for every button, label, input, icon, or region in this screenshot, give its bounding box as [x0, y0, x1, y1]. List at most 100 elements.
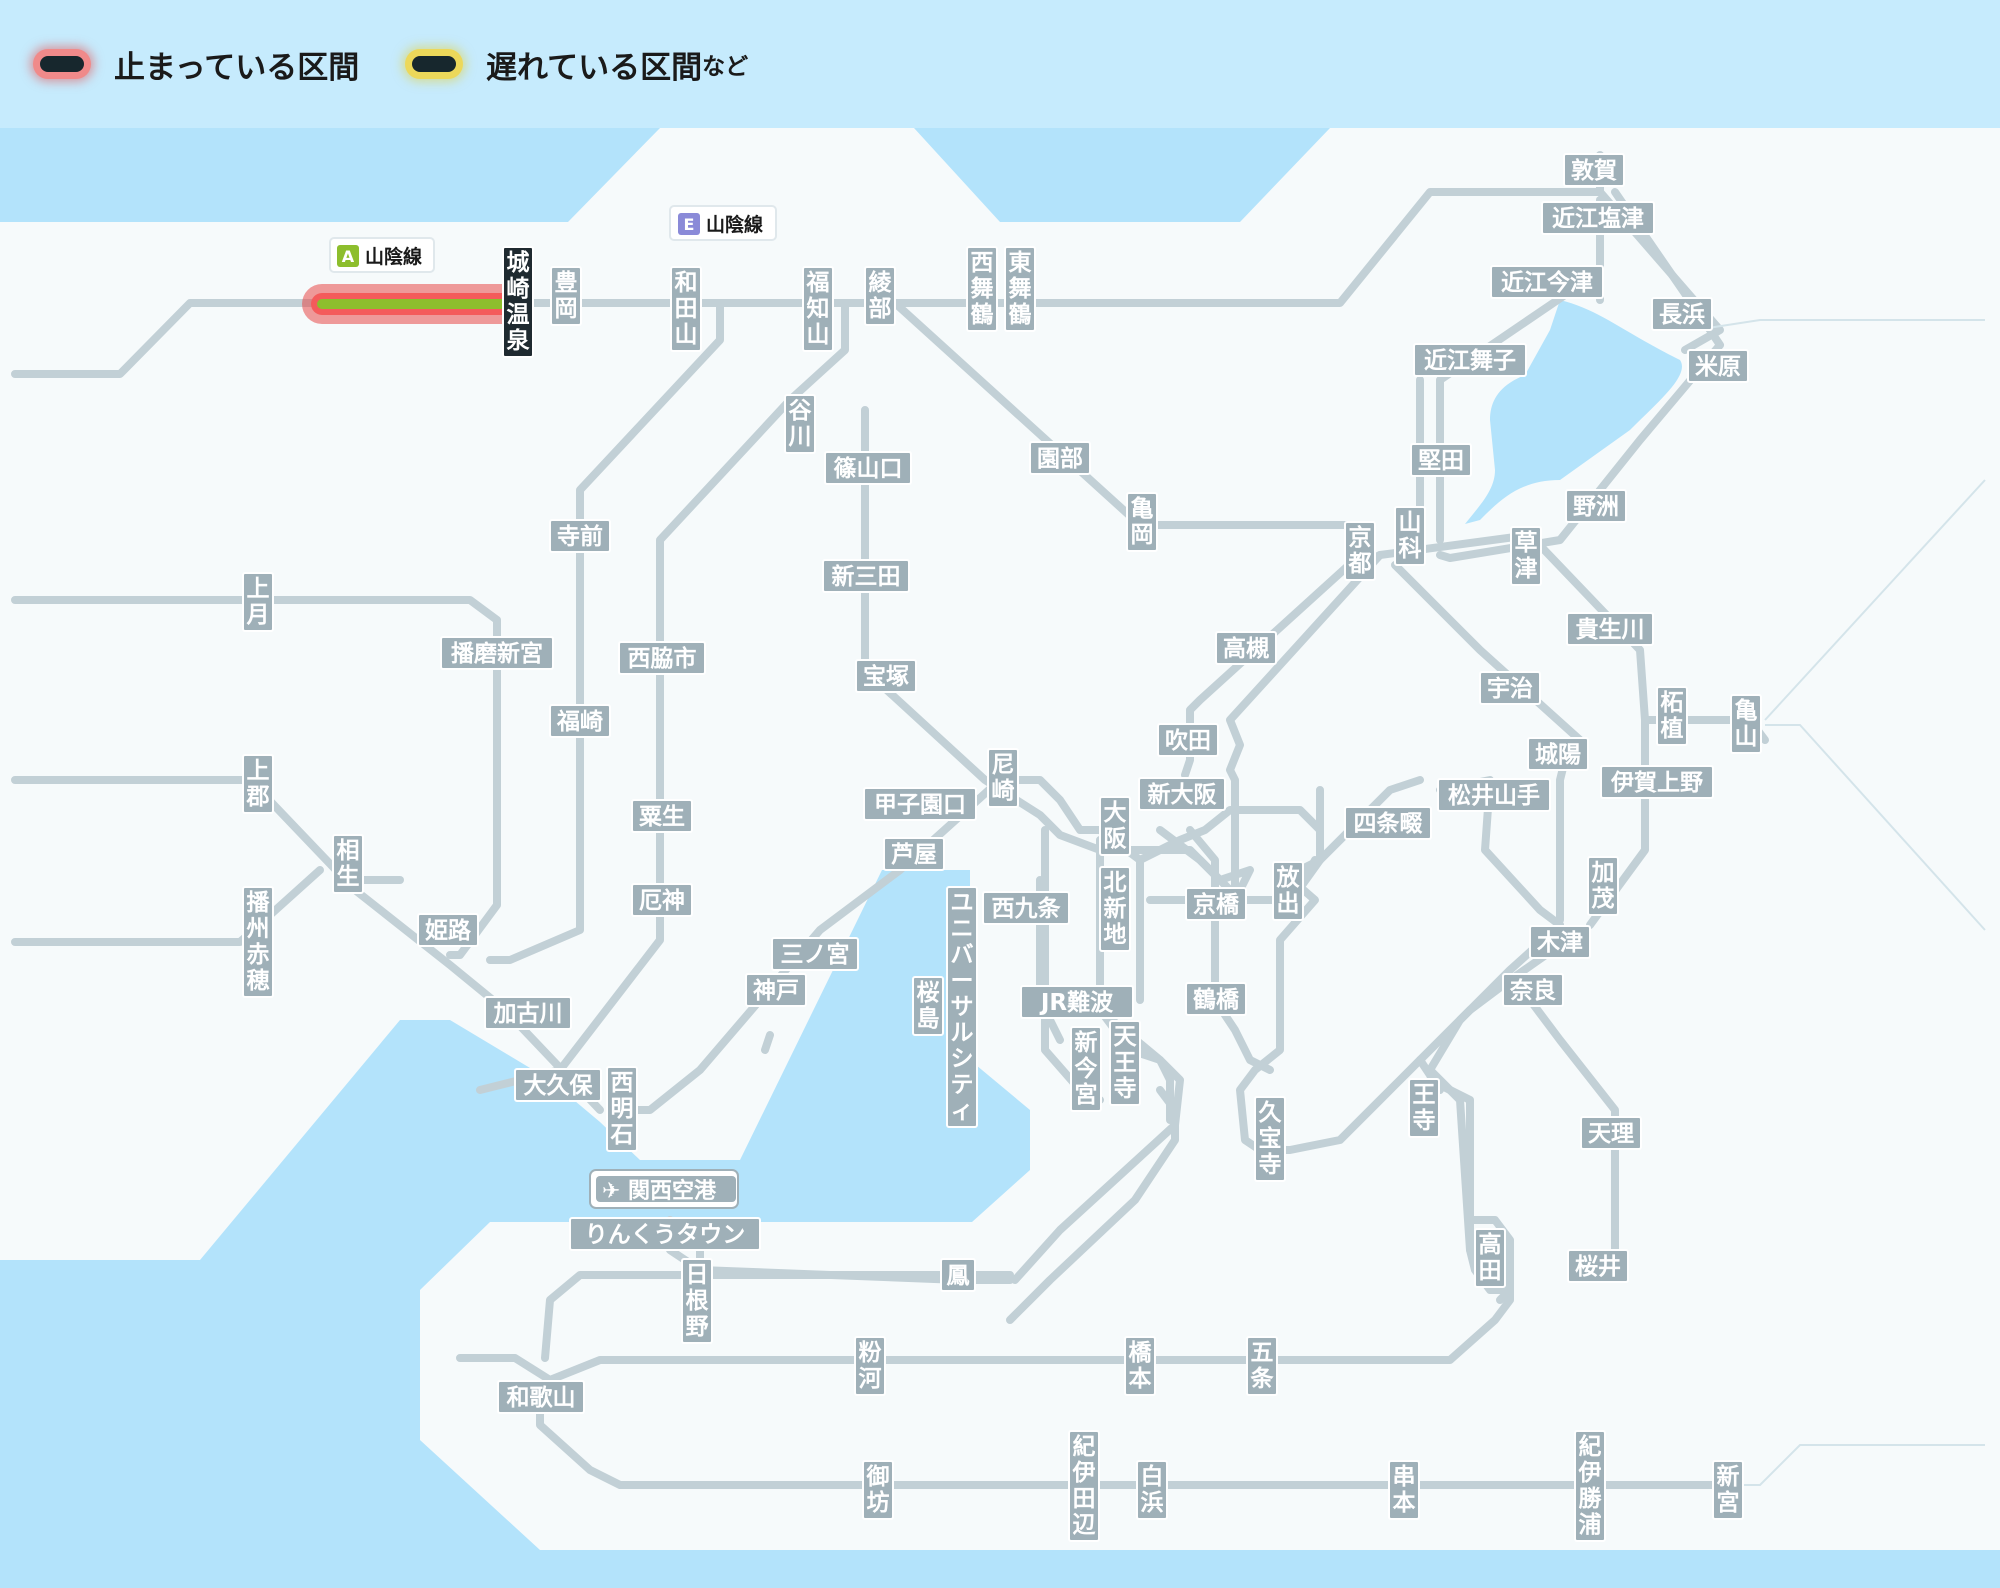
station-sonobe[interactable]: 園部 [1029, 441, 1091, 475]
station-label: 串本 [1393, 1464, 1416, 1516]
station-takatsuki[interactable]: 高槻 [1215, 631, 1277, 665]
station-wadayama[interactable]: 和田山 [670, 266, 702, 352]
station-fukuchiyama[interactable]: 福知山 [802, 266, 834, 352]
station-kyoto[interactable]: 京都 [1344, 521, 1376, 581]
station-hashimoto[interactable]: 橋本 [1124, 1336, 1156, 1396]
station-rinku[interactable]: りんくうタウン [569, 1217, 761, 1251]
station-nishikujo[interactable]: 西九条 [982, 891, 1070, 925]
station-yakujin[interactable]: 厄神 [631, 883, 693, 917]
station-yamashina[interactable]: 山科 [1394, 506, 1426, 566]
station-label: 粟生 [639, 804, 685, 830]
station-aioi[interactable]: 相生 [332, 834, 364, 894]
station-otori[interactable]: 鳳 [940, 1258, 976, 1292]
station-tanigawa[interactable]: 谷川 [784, 394, 816, 454]
station-tsuruhashi[interactable]: 鶴橋 [1185, 982, 1247, 1016]
station-wakayama[interactable]: 和歌山 [497, 1380, 585, 1414]
station-nara[interactable]: 奈良 [1502, 973, 1564, 1007]
station-fukusaki[interactable]: 福崎 [549, 704, 611, 738]
station-shingu[interactable]: 新宮 [1712, 1460, 1744, 1520]
station-sannomiya[interactable]: 三ノ宮 [771, 937, 859, 971]
station-matsuiyamate[interactable]: 松井山手 [1437, 778, 1551, 812]
station-shirahama[interactable]: 白浜 [1136, 1460, 1168, 1520]
station-kushimoto[interactable]: 串本 [1388, 1460, 1420, 1520]
station-kobe[interactable]: 神戸 [745, 973, 807, 1007]
station-katata[interactable]: 堅田 [1410, 443, 1472, 477]
station-nishiakashi[interactable]: 西明石 [606, 1066, 638, 1152]
station-shinimamiya[interactable]: 新今宮 [1070, 1026, 1102, 1112]
station-kizu[interactable]: 木津 [1529, 925, 1591, 959]
station-omiimazu[interactable]: 近江今津 [1490, 265, 1604, 299]
station-kusatsu[interactable]: 草津 [1510, 526, 1542, 586]
station-omimaiko[interactable]: 近江舞子 [1413, 343, 1527, 377]
station-ao[interactable]: 粟生 [631, 799, 693, 833]
station-tsuge[interactable]: 柘植 [1656, 686, 1688, 746]
station-shinsanda[interactable]: 新三田 [822, 559, 910, 593]
station-suita[interactable]: 吹田 [1157, 723, 1219, 757]
station-yasu[interactable]: 野洲 [1565, 489, 1627, 523]
station-label: 野洲 [1573, 494, 1619, 520]
station-label: 木津 [1536, 929, 1583, 956]
station-tennoji[interactable]: 天王寺 [1109, 1020, 1141, 1106]
station-banshuako[interactable]: 播州赤穂 [242, 886, 274, 998]
station-kyobashi[interactable]: 京橋 [1185, 887, 1247, 921]
station-kamo[interactable]: 加茂 [1587, 856, 1619, 916]
line-label-e[interactable]: E 山陰線 [669, 205, 777, 241]
station-harimashingu[interactable]: 播磨新宮 [440, 636, 554, 670]
station-kamigori[interactable]: 上郡 [242, 754, 274, 814]
station-teramae[interactable]: 寺前 [549, 519, 611, 553]
station-nagahama[interactable]: 長浜 [1651, 297, 1713, 331]
station-himeji[interactable]: 姫路 [417, 913, 479, 947]
station-nishiwakishi[interactable]: 西脇市 [618, 641, 706, 675]
station-kiikatsuura[interactable]: 紀伊勝浦 [1574, 1430, 1606, 1542]
station-shijonawate[interactable]: 四条畷 [1344, 806, 1432, 840]
station-igaueno[interactable]: 伊賀上野 [1600, 765, 1714, 799]
station-uji[interactable]: 宇治 [1479, 671, 1541, 705]
station-joyo[interactable]: 城陽 [1527, 737, 1589, 771]
station-ashiya[interactable]: 芦屋 [883, 837, 945, 871]
station-nishimaizuru[interactable]: 西舞鶴 [966, 246, 998, 332]
station-tsuruga[interactable]: 敦賀 [1563, 153, 1625, 187]
station-oji[interactable]: 王寺 [1408, 1078, 1440, 1138]
station-takada[interactable]: 高田 [1474, 1228, 1506, 1288]
station-ayabe[interactable]: 綾部 [864, 266, 896, 326]
station-kameoka[interactable]: 亀岡 [1126, 492, 1158, 552]
station-sasayamaguchi[interactable]: 篠山口 [824, 451, 912, 485]
station-gobo[interactable]: 御坊 [862, 1460, 894, 1520]
station-sakurajima[interactable]: 桜島 [912, 976, 944, 1036]
station-hanaten[interactable]: 放出 [1272, 861, 1304, 921]
station-hineno[interactable]: 日根野 [681, 1258, 713, 1344]
station-okubo[interactable]: 大久保 [514, 1068, 602, 1102]
station-label: 大阪 [1104, 800, 1127, 852]
station-omishiotsu[interactable]: 近江塩津 [1541, 201, 1655, 235]
station-label: 播磨新宮 [451, 640, 543, 667]
line-label-a[interactable]: A 山陰線 [329, 237, 435, 273]
station-amagasaki[interactable]: 尼崎 [987, 748, 1019, 808]
station-kyuhoji[interactable]: 久宝寺 [1254, 1096, 1286, 1182]
station-kitashinchi[interactable]: 北新地 [1099, 866, 1131, 952]
station-kakogawa[interactable]: 加古川 [484, 996, 572, 1030]
station-toyooka[interactable]: 豊岡 [550, 266, 582, 326]
station-label: 桜島 [917, 980, 940, 1032]
station-osaka[interactable]: 大阪 [1099, 796, 1131, 856]
station-label: 奈良 [1509, 977, 1556, 1004]
station-maibara[interactable]: 米原 [1687, 349, 1749, 383]
station-koshienguchi[interactable]: 甲子園口 [863, 787, 977, 821]
station-higashimaizuru[interactable]: 東舞鶴 [1004, 246, 1036, 332]
station-kokawa[interactable]: 粉河 [854, 1336, 886, 1396]
station-label: 山科 [1399, 510, 1422, 562]
station-sakurai[interactable]: 桜井 [1567, 1249, 1629, 1283]
station-kozuki[interactable]: 上月 [242, 572, 274, 632]
station-kinosaki[interactable]: 城崎温泉 [502, 246, 534, 358]
station-takarazuka[interactable]: 宝塚 [855, 659, 917, 693]
station-kibukawa[interactable]: 貴生川 [1566, 612, 1654, 646]
station-label: 天王寺 [1114, 1024, 1138, 1102]
station-gojo[interactable]: 五条 [1246, 1336, 1278, 1396]
station-universal[interactable]: ユニバーサルシティ [946, 886, 978, 1128]
station-shinosaka[interactable]: 新大阪 [1138, 777, 1226, 811]
station-kameyama[interactable]: 亀山 [1730, 694, 1762, 754]
station-jrnamba[interactable]: JR難波 [1020, 985, 1134, 1019]
station-kiitanabe[interactable]: 紀伊田辺 [1068, 1430, 1100, 1542]
airport-label[interactable]: ✈ 関西空港 [589, 1169, 739, 1209]
station-tenri[interactable]: 天理 [1580, 1116, 1642, 1150]
station-label: 堅田 [1418, 448, 1464, 474]
